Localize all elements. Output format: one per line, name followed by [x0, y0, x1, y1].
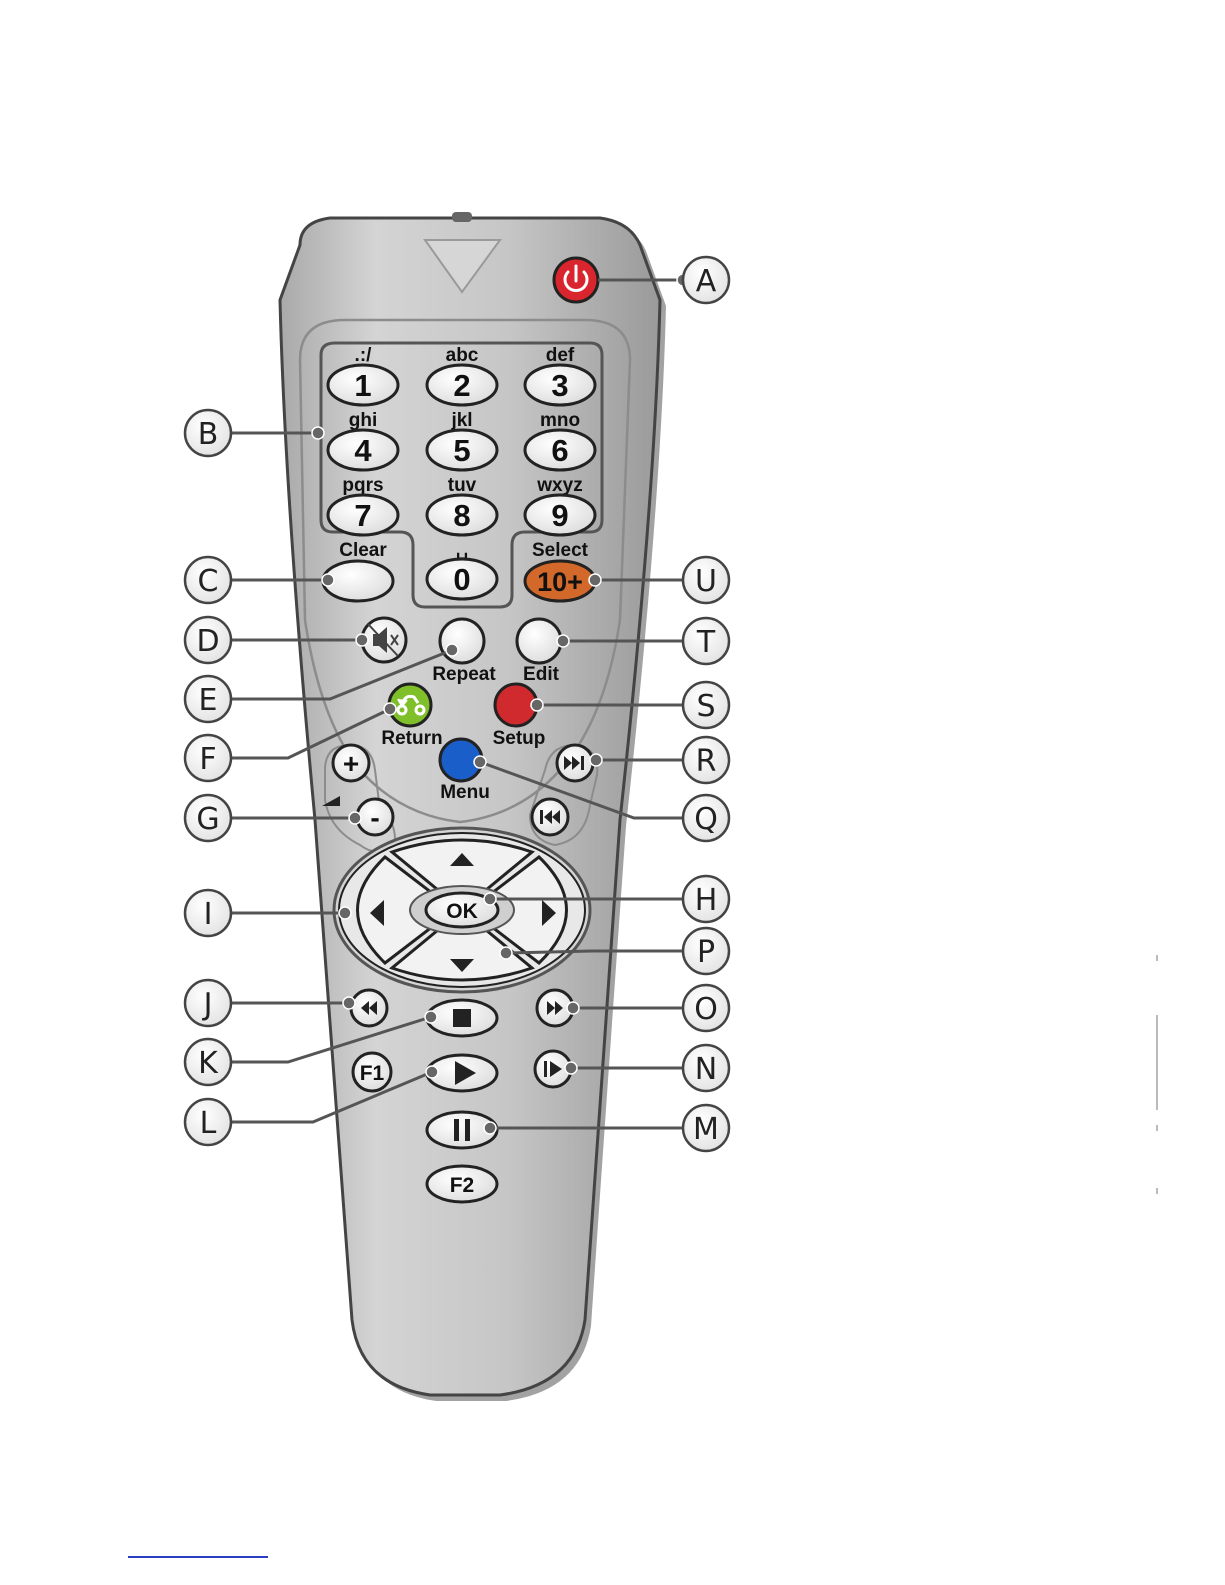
- key-letters-label: pqrs: [342, 475, 383, 496]
- setup-label: Setup: [493, 728, 546, 749]
- volume-up-label: +: [343, 748, 359, 779]
- return-label: Return: [381, 728, 442, 749]
- edit-button[interactable]: Edit: [517, 619, 561, 685]
- key-digit-label: 5: [453, 433, 470, 468]
- callout-anchor-dot: [557, 635, 569, 647]
- repeat-label: Repeat: [432, 664, 496, 685]
- volume-down-label: -: [370, 802, 379, 833]
- key-letters-label: abc: [446, 345, 479, 366]
- key-digit-label: 7: [354, 498, 371, 533]
- navigation-pad: OK: [334, 828, 590, 992]
- key-digit-label: 0: [453, 562, 470, 597]
- ten-plus-button[interactable]: Select 10+: [525, 540, 595, 601]
- callout-letter: F: [199, 742, 216, 777]
- callout-letter: S: [696, 689, 715, 724]
- volume-up-button[interactable]: +: [333, 745, 369, 781]
- callout-letter: T: [696, 625, 716, 660]
- callout-letter: B: [198, 417, 219, 452]
- f1-button[interactable]: F1: [353, 1053, 391, 1091]
- stop-icon: [453, 1009, 471, 1027]
- callout-anchor-dot: [322, 574, 334, 586]
- key-letters-label: ghi: [349, 410, 378, 431]
- skip-next-button[interactable]: [557, 745, 593, 781]
- edge-mark: [1156, 1188, 1158, 1194]
- callout-letter: K: [198, 1046, 219, 1081]
- clear-label: Clear: [339, 540, 387, 561]
- key-letters-label: wxyz: [536, 475, 582, 496]
- f2-button[interactable]: F2: [427, 1166, 497, 1202]
- callout-letter: G: [196, 802, 219, 837]
- callout-anchor-dot: [312, 427, 324, 439]
- callout-letter: J: [202, 987, 213, 1022]
- rewind-button[interactable]: [351, 990, 387, 1026]
- callout-anchor-dot: [339, 907, 351, 919]
- callout-anchor-dot: [349, 812, 361, 824]
- edge-mark: [1156, 1125, 1158, 1131]
- callout-anchor-dot: [384, 703, 396, 715]
- callout-anchor-dot: [565, 1062, 577, 1074]
- key-digit-label: 8: [453, 498, 470, 533]
- key-digit-label: 4: [354, 433, 372, 468]
- ok-button[interactable]: OK: [410, 886, 514, 934]
- ok-label: OK: [446, 900, 478, 923]
- edge-mark: [1156, 955, 1158, 961]
- callout-anchor-dot: [426, 1066, 438, 1078]
- callout-anchor-dot: [446, 644, 458, 656]
- callout-anchor-dot: [343, 997, 355, 1009]
- key-digit-label: 1: [354, 368, 371, 403]
- callout-anchor-dot: [531, 699, 543, 711]
- key-letters-label: tuv: [448, 475, 477, 496]
- callout-anchor-dot: [567, 1002, 579, 1014]
- select-label: Select: [532, 540, 589, 561]
- callout-letter: L: [200, 1106, 217, 1141]
- skip-previous-button[interactable]: [532, 799, 568, 835]
- callout-letter: H: [695, 883, 718, 918]
- f2-label: F2: [450, 1174, 475, 1197]
- callout-anchor-dot: [474, 756, 486, 768]
- volume-down-button[interactable]: -: [357, 799, 393, 835]
- callout-anchor-dot: [425, 1011, 437, 1023]
- callout-anchor-dot: [356, 634, 368, 646]
- callout-letter: N: [695, 1052, 717, 1087]
- callout-letter: A: [696, 264, 717, 299]
- callout-anchor-dot: [484, 893, 496, 905]
- callout-anchor-dot: [590, 754, 602, 766]
- callout-letter: R: [696, 744, 717, 779]
- edge-mark: [1156, 1015, 1158, 1110]
- key-letters-label: .:/: [355, 345, 373, 366]
- key-digit-label: 3: [551, 368, 568, 403]
- callout-letter: Q: [694, 802, 718, 837]
- power-button[interactable]: [554, 258, 598, 302]
- callout-letter: O: [694, 992, 718, 1027]
- key-digit-label: 2: [453, 368, 470, 403]
- key-letters-label: def: [546, 345, 575, 366]
- callout-anchor-dot: [589, 574, 601, 586]
- callout-letter: U: [695, 564, 717, 599]
- callout-anchor-dot: [500, 947, 512, 959]
- footer-link-underline: [128, 1556, 268, 1558]
- callout-letter: I: [204, 897, 213, 932]
- callout-letter: E: [199, 683, 218, 718]
- callout-anchor-dot: [484, 1122, 496, 1134]
- key-letters-label: jkl: [450, 410, 472, 431]
- key-digit-label: 6: [551, 433, 568, 468]
- callout-letter: P: [697, 935, 715, 970]
- callout-letter: M: [693, 1112, 719, 1147]
- key-digit-label: 9: [551, 498, 568, 533]
- f1-label: F1: [360, 1062, 385, 1085]
- edit-label: Edit: [523, 664, 560, 685]
- ten-plus-label: 10+: [537, 567, 583, 597]
- callout-letter: C: [198, 564, 219, 599]
- key-letters-label: ␣: [456, 539, 468, 560]
- key-letters-label: mno: [540, 410, 580, 431]
- menu-label: Menu: [440, 782, 490, 803]
- callout-letter: D: [196, 624, 219, 659]
